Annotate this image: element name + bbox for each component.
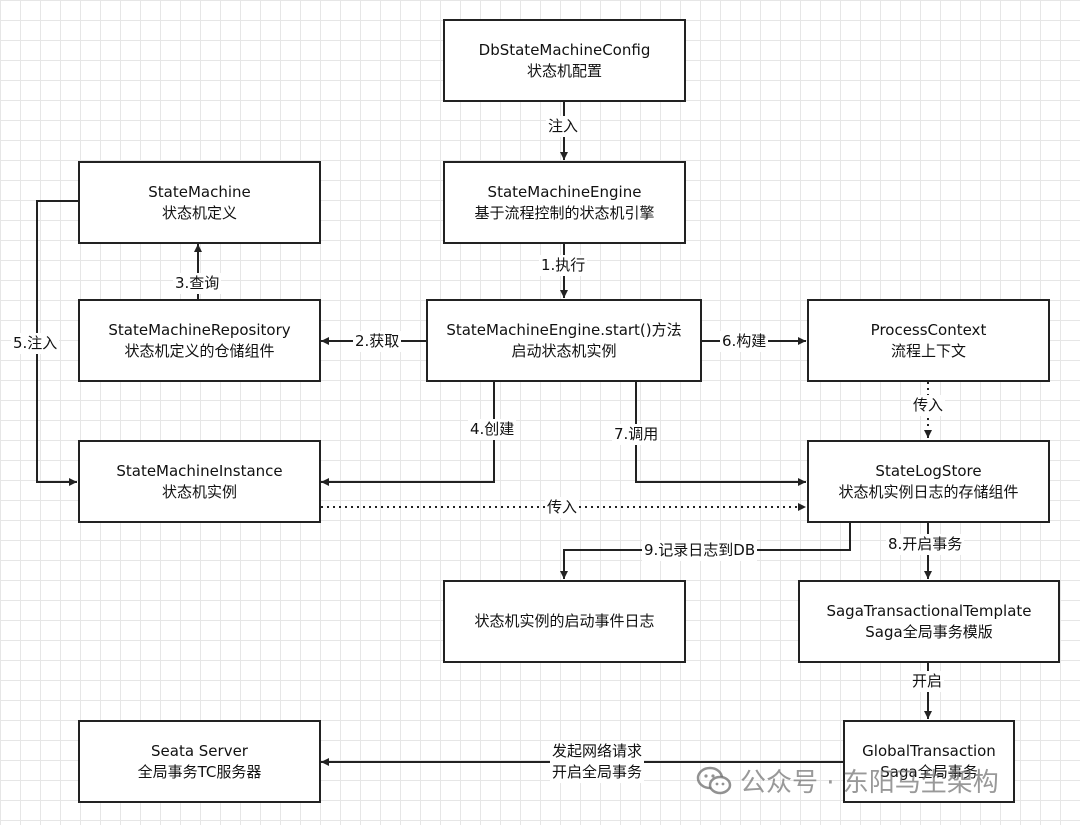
node-seata-server: Seata Server 全局事务TC服务器: [78, 720, 321, 803]
node-subtitle: 状态机实例日志的存储组件: [838, 482, 1019, 501]
node-global-transaction: GlobalTransaction Saga全局事务: [843, 720, 1015, 803]
edge-label-open-tx: 8.开启事务: [886, 534, 965, 555]
node-subtitle: 状态机配置: [526, 61, 602, 80]
edge-label-inject-engine: 注入: [546, 116, 581, 137]
edge-label-inject-instance: 5.注入: [11, 333, 60, 354]
node-subtitle: 全局事务TC服务器: [137, 762, 262, 781]
edge-label-line: 发起网络请求: [552, 742, 643, 760]
edge-label-record-log: 9.记录日志到DB: [642, 540, 758, 561]
edge-label-line: 开启全局事务: [552, 763, 643, 781]
node-saga-transactional-template: SagaTransactionalTemplate Saga全局事务模版: [798, 580, 1060, 663]
node-title: StateMachineInstance: [116, 461, 283, 480]
node-title: GlobalTransaction: [862, 741, 996, 760]
node-state-machine-instance: StateMachineInstance 状态机实例: [78, 440, 321, 523]
node-title: ProcessContext: [870, 320, 987, 339]
node-subtitle: 启动状态机实例: [511, 341, 617, 360]
node-state-machine-engine: StateMachineEngine 基于流程控制的状态机引擎: [443, 161, 686, 244]
edge-create: [321, 382, 495, 486]
node-subtitle: 流程上下文: [890, 341, 966, 360]
node-subtitle: 状态机定义的仓储组件: [124, 341, 275, 360]
node-title: SagaTransactionalTemplate: [826, 601, 1032, 620]
node-title: DbStateMachineConfig: [478, 40, 651, 59]
edge-label-call: 7.调用: [612, 424, 661, 445]
edge-label-fetch: 2.获取: [353, 331, 402, 352]
watermark-text: 公众号 · 东阳马生架构: [740, 768, 999, 798]
node-title: StateMachineRepository: [108, 320, 291, 339]
node-title: 状态机实例的启动事件日志: [474, 612, 655, 630]
node-title: StateLogStore: [875, 461, 982, 480]
node-title: Seata Server: [151, 741, 248, 760]
edge-label-network-request: 发起网络请求 开启全局事务: [550, 741, 645, 783]
edge-label-build: 6.构建: [720, 331, 769, 352]
edge-label-execute: 1.执行: [539, 255, 588, 276]
edge-call: [635, 382, 806, 486]
node-start-event-log: 状态机实例的启动事件日志: [443, 580, 686, 663]
node-state-machine: StateMachine 状态机定义: [78, 161, 321, 244]
wechat-icon: [696, 766, 732, 794]
watermark: 公众号 · 东阳马生架构: [696, 762, 999, 799]
edge-label-create: 4.创建: [468, 419, 517, 440]
node-process-context: ProcessContext 流程上下文: [807, 299, 1050, 382]
edge-label-pass-context: 传入: [911, 395, 946, 416]
node-subtitle: Saga全局事务模版: [865, 622, 993, 641]
node-db-state-machine-config: DbStateMachineConfig 状态机配置: [443, 19, 686, 102]
edge-label-query: 3.查询: [173, 273, 222, 294]
node-state-machine-repository: StateMachineRepository 状态机定义的仓储组件: [78, 299, 321, 382]
node-subtitle: 状态机定义: [161, 203, 237, 222]
edge-label-open: 开启: [910, 671, 945, 692]
node-engine-start: StateMachineEngine.start()方法 启动状态机实例: [426, 299, 702, 382]
node-title: StateMachineEngine.start()方法: [446, 320, 682, 339]
node-state-log-store: StateLogStore 状态机实例日志的存储组件: [807, 440, 1050, 523]
node-subtitle: 基于流程控制的状态机引擎: [474, 203, 655, 222]
node-subtitle: Saga全局事务: [880, 762, 978, 781]
edge-label-pass-instance: 传入: [545, 497, 580, 518]
node-title: StateMachineEngine: [487, 182, 642, 201]
node-title: StateMachine: [148, 182, 251, 201]
node-subtitle: 状态机实例: [161, 482, 237, 501]
